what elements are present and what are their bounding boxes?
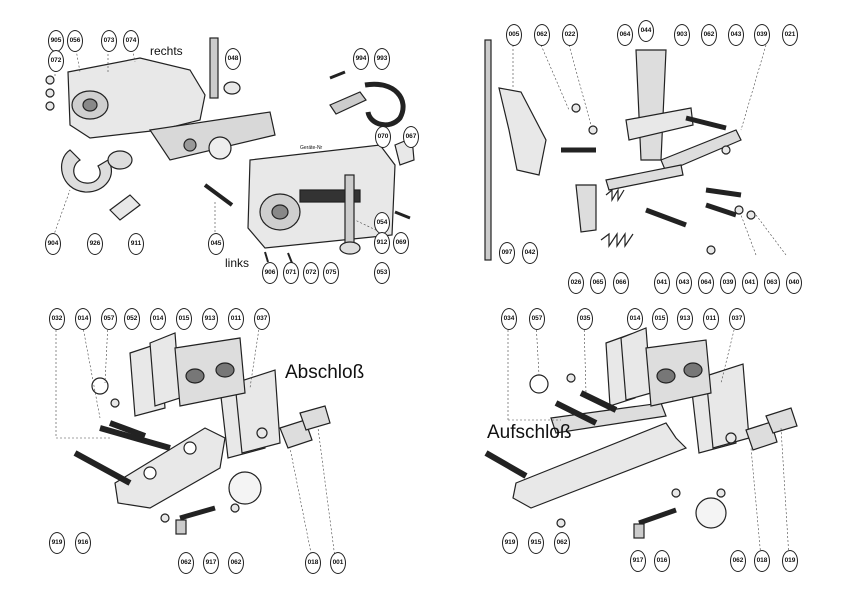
callout-number: 905 bbox=[48, 30, 64, 52]
callout-number: 039 bbox=[720, 272, 736, 294]
callout-number: 903 bbox=[674, 24, 690, 46]
callout-number: 056 bbox=[67, 30, 83, 52]
callout-number: 062 bbox=[228, 552, 244, 574]
callout-number: 066 bbox=[613, 272, 629, 294]
abschluss-exploded-drawing bbox=[55, 321, 336, 559]
lever-exploded-drawing bbox=[484, 39, 787, 261]
callout-number: 037 bbox=[729, 308, 745, 330]
callout-number: 032 bbox=[49, 308, 65, 330]
callout-number: 075 bbox=[323, 262, 339, 284]
callout-number: 064 bbox=[698, 272, 714, 294]
callout-number: 022 bbox=[562, 24, 578, 46]
callout-number: 041 bbox=[654, 272, 670, 294]
callout-number: 041 bbox=[742, 272, 758, 294]
callout-number: 035 bbox=[577, 308, 593, 330]
callout-number: 014 bbox=[75, 308, 91, 330]
callout-number: 911 bbox=[128, 233, 144, 255]
callout-number: 062 bbox=[554, 532, 570, 554]
callout-number: 043 bbox=[676, 272, 692, 294]
callout-number: 057 bbox=[101, 308, 117, 330]
callout-number: 014 bbox=[627, 308, 643, 330]
callout-number: 069 bbox=[393, 232, 409, 254]
callout-number: 063 bbox=[764, 272, 780, 294]
aufschluss-title: Aufschloß bbox=[487, 422, 572, 443]
callout-number: 005 bbox=[506, 24, 522, 46]
callout-number: 072 bbox=[303, 262, 319, 284]
callout-number: 912 bbox=[374, 232, 390, 254]
callout-number: 915 bbox=[528, 532, 544, 554]
callout-number: 053 bbox=[374, 262, 390, 284]
callout-number: 993 bbox=[374, 48, 390, 70]
callout-number: 919 bbox=[502, 532, 518, 554]
callout-number: 001 bbox=[330, 552, 346, 574]
callout-number: 065 bbox=[590, 272, 606, 294]
callout-number: 072 bbox=[48, 50, 64, 72]
callout-number: 062 bbox=[534, 24, 550, 46]
callout-number: 070 bbox=[375, 126, 391, 148]
winch-exploded-drawing bbox=[45, 37, 415, 264]
callout-number: 919 bbox=[49, 532, 65, 554]
callout-number: 026 bbox=[568, 272, 584, 294]
abschluss-quadrant: Abschloß 032 014 057 052 014 015 913 011… bbox=[0, 298, 420, 595]
callout-number: 057 bbox=[529, 308, 545, 330]
abschluss-title: Abschloß bbox=[285, 362, 365, 383]
callout-number: 097 bbox=[499, 242, 515, 264]
callout-number: 011 bbox=[228, 308, 244, 330]
label-rechts: rechts bbox=[150, 44, 183, 58]
callout-number: 044 bbox=[638, 20, 654, 42]
callout-number: 015 bbox=[176, 308, 192, 330]
callout-number: 074 bbox=[123, 30, 139, 52]
callout-number: 904 bbox=[45, 233, 61, 255]
lever-mechanism-quadrant: 005 062 022 064 044 903 062 043 039 021 … bbox=[421, 0, 841, 297]
callout-number: 043 bbox=[728, 24, 744, 46]
callout-number: 916 bbox=[75, 532, 91, 554]
callout-number: 062 bbox=[730, 550, 746, 572]
callout-number: 067 bbox=[403, 126, 419, 148]
callout-number: 021 bbox=[782, 24, 798, 46]
label-links: links bbox=[225, 256, 250, 270]
callout-number: 062 bbox=[178, 552, 194, 574]
callout-number: 014 bbox=[150, 308, 166, 330]
callout-number: 054 bbox=[374, 212, 390, 234]
callout-number: 062 bbox=[701, 24, 717, 46]
callout-number: 015 bbox=[652, 308, 668, 330]
callout-number: 018 bbox=[754, 550, 770, 572]
aufschluss-exploded-drawing bbox=[484, 321, 798, 559]
callout-number: 064 bbox=[617, 24, 633, 46]
aufschluss-quadrant: Aufschloß 034 057 035 014 015 913 011 03… bbox=[421, 298, 841, 595]
callout-number: 018 bbox=[305, 552, 321, 574]
callout-number: 040 bbox=[786, 272, 802, 294]
callout-number: 906 bbox=[262, 262, 278, 284]
callout-number: 913 bbox=[677, 308, 693, 330]
callout-number: 045 bbox=[208, 233, 224, 255]
callout-number: 016 bbox=[654, 550, 670, 572]
callout-number: 917 bbox=[203, 552, 219, 574]
callout-number: 011 bbox=[703, 308, 719, 330]
callout-number: 071 bbox=[283, 262, 299, 284]
label-geraete-nr: Geräte-Nr bbox=[300, 145, 323, 151]
callout-number: 917 bbox=[630, 550, 646, 572]
callout-number: 034 bbox=[501, 308, 517, 330]
callout-number: 052 bbox=[124, 308, 140, 330]
callout-number: 039 bbox=[754, 24, 770, 46]
winch-assembly-quadrant: rechts links Geräte-Nr 905 056 073 074 0… bbox=[0, 0, 420, 297]
callout-number: 913 bbox=[202, 308, 218, 330]
callout-number: 019 bbox=[782, 550, 798, 572]
callout-number: 048 bbox=[225, 48, 241, 70]
callout-number: 994 bbox=[353, 48, 369, 70]
callout-number: 926 bbox=[87, 233, 103, 255]
callout-number: 042 bbox=[522, 242, 538, 264]
callout-number: 073 bbox=[101, 30, 117, 52]
callout-number: 037 bbox=[254, 308, 270, 330]
